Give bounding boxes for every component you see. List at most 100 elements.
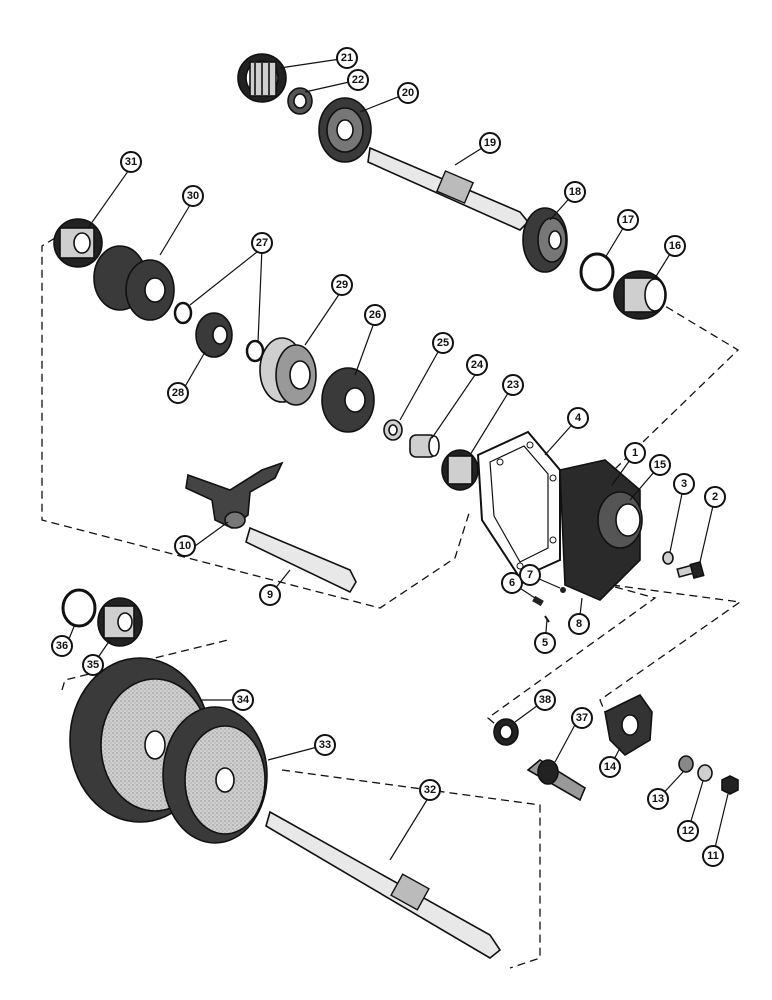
svg-text:23: 23 [507, 379, 519, 391]
svg-text:34: 34 [237, 694, 250, 706]
svg-text:4: 4 [575, 412, 582, 424]
callout-11: 11 [702, 845, 724, 867]
svg-text:19: 19 [484, 137, 496, 149]
svg-text:8: 8 [576, 618, 582, 630]
callout-4: 4 [567, 407, 589, 429]
callout-21: 21 [336, 47, 358, 69]
svg-text:16: 16 [669, 240, 681, 252]
svg-text:35: 35 [87, 659, 99, 671]
callout-8: 8 [568, 613, 590, 635]
svg-text:31: 31 [125, 156, 137, 168]
snap-ring-27a [173, 301, 193, 325]
callout-18: 18 [564, 181, 586, 203]
callout-19: 19 [479, 132, 501, 154]
callout-31: 31 [120, 151, 142, 173]
svg-text:2: 2 [712, 491, 718, 503]
spring-6 [532, 595, 544, 607]
bearing-16 [613, 270, 667, 320]
gear-28 [195, 312, 233, 358]
snap-ring-27b [245, 339, 265, 363]
washer-12 [697, 764, 713, 782]
shift-collar-29 [259, 337, 317, 406]
callout-13: 13 [647, 788, 669, 810]
bearing-23 [441, 449, 479, 491]
callout-12: 12 [677, 820, 699, 842]
svg-text:6: 6 [509, 577, 515, 589]
callout-10: 10 [174, 535, 196, 557]
bolt-2 [676, 560, 705, 580]
spacer-22 [287, 87, 313, 115]
svg-text:9: 9 [267, 589, 273, 601]
pin-5 [544, 615, 550, 623]
gear-18 [522, 207, 568, 273]
bearing-35 [97, 597, 143, 647]
shaft-32 [265, 810, 502, 959]
svg-text:17: 17 [622, 214, 634, 226]
svg-text:26: 26 [369, 309, 381, 321]
nut-13 [678, 755, 694, 773]
callout-37: 37 [571, 707, 593, 729]
svg-text:37: 37 [576, 712, 588, 724]
callout-2: 2 [704, 486, 726, 508]
svg-text:30: 30 [187, 190, 199, 202]
callout-9: 9 [259, 584, 281, 606]
svg-text:25: 25 [437, 337, 449, 349]
callout-5: 5 [534, 632, 556, 654]
nut-11 [721, 775, 739, 795]
svg-text:15: 15 [654, 459, 666, 471]
pinion-37 [526, 759, 586, 802]
svg-text:18: 18 [569, 186, 581, 198]
snap-ring-36 [61, 588, 97, 628]
svg-text:14: 14 [604, 761, 617, 773]
gear-33 [162, 706, 268, 844]
svg-text:11: 11 [707, 850, 719, 862]
gasket-4 [476, 430, 561, 580]
seal-38 [493, 718, 519, 746]
shaft-19 [367, 146, 530, 231]
bushing-24 [409, 434, 440, 458]
svg-text:12: 12 [682, 825, 694, 837]
callout-23: 23 [502, 374, 524, 396]
svg-text:3: 3 [681, 478, 687, 490]
callout-22: 22 [347, 69, 369, 91]
callout-15: 15 [649, 454, 671, 476]
callout-35: 35 [82, 654, 104, 676]
callout-6: 6 [501, 572, 523, 594]
snap-ring-17 [579, 252, 615, 292]
svg-text:10: 10 [179, 540, 191, 552]
svg-text:33: 33 [319, 739, 331, 751]
callout-16: 16 [664, 235, 686, 257]
svg-text:22: 22 [352, 74, 364, 86]
svg-text:38: 38 [539, 694, 551, 706]
callout-38: 38 [534, 689, 556, 711]
svg-text:32: 32 [424, 784, 436, 796]
svg-text:7: 7 [527, 569, 533, 581]
bearing-21 [237, 53, 287, 103]
bearing-31 [53, 218, 103, 268]
callout-20: 20 [397, 82, 419, 104]
svg-text:13: 13 [652, 793, 664, 805]
callout-36: 36 [51, 635, 73, 657]
svg-text:28: 28 [172, 387, 184, 399]
washer-25 [383, 419, 403, 441]
callout-24: 24 [466, 354, 488, 376]
washer-3 [662, 551, 674, 565]
callout-3: 3 [673, 473, 695, 495]
ball-7 [560, 587, 566, 593]
svg-text:29: 29 [336, 279, 348, 291]
callout-32: 32 [419, 779, 441, 801]
callout-25: 25 [432, 332, 454, 354]
callout-1: 1 [624, 442, 646, 464]
svg-text:1: 1 [632, 447, 638, 459]
svg-text:5: 5 [542, 637, 548, 649]
callout-33: 33 [314, 734, 336, 756]
housing-1 [559, 459, 643, 601]
callout-28: 28 [167, 382, 189, 404]
callout-27: 27 [251, 232, 273, 254]
shift-fork-10 [185, 461, 284, 529]
shift-rail-9 [245, 526, 357, 594]
gear-20 [318, 97, 372, 163]
yoke-14 [604, 693, 653, 757]
callout-30: 30 [182, 185, 204, 207]
